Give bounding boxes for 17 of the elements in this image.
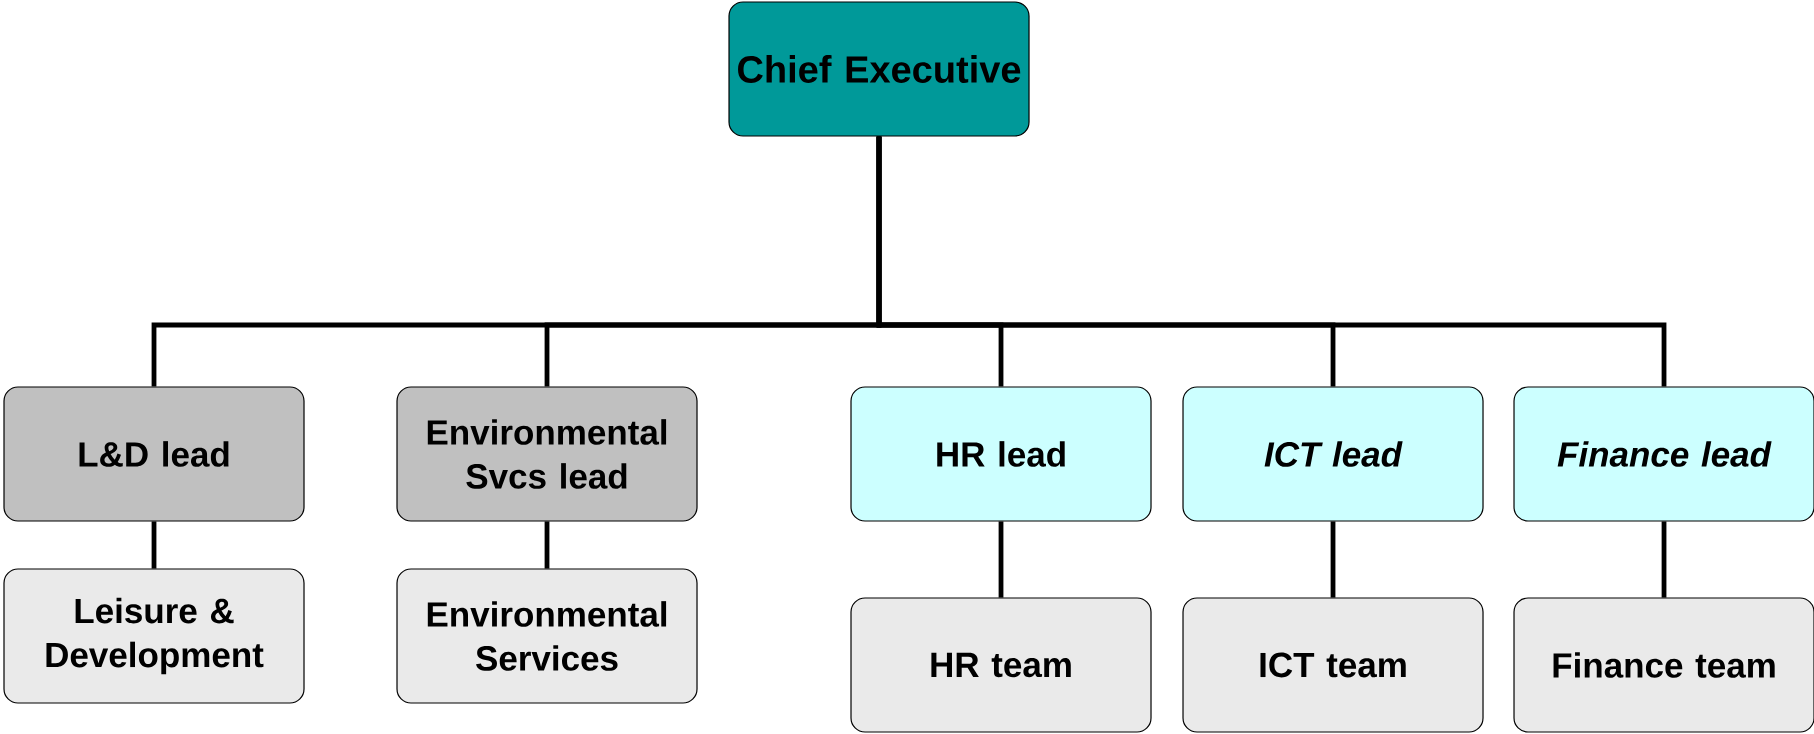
lead-box: Environmental Svcs lead	[396, 386, 698, 522]
connector-line	[151, 521, 157, 569]
lead-box: L&D lead	[3, 386, 305, 522]
connector-line	[998, 521, 1004, 598]
team-box: Leisure & Development	[3, 568, 305, 704]
team-box: HR team	[850, 597, 1152, 733]
executive-box: Chief Executive	[728, 1, 1030, 137]
connector-line	[876, 136, 1667, 387]
team-box: ICT team	[1182, 597, 1484, 733]
connector-line	[1661, 521, 1667, 598]
team-box: Environmental Services	[396, 568, 698, 704]
lead-box: Finance lead	[1513, 386, 1814, 522]
lead-box: ICT lead	[1182, 386, 1484, 522]
connector-line	[1330, 521, 1336, 598]
team-box: Finance team	[1513, 597, 1814, 733]
lead-box: HR lead	[850, 386, 1152, 522]
connector-line	[544, 521, 550, 569]
